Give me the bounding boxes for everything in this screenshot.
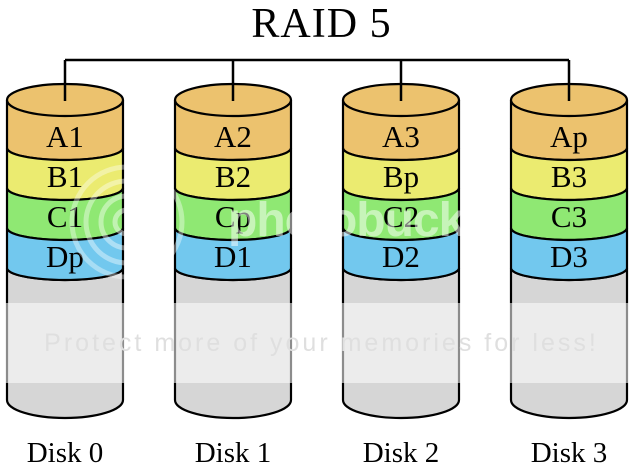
block-label: Dp <box>46 239 84 274</box>
block-label: Cp <box>215 199 251 234</box>
stripe-band-D <box>5 227 125 282</box>
disk-label-0: Disk 0 <box>26 437 104 469</box>
block-label: C2 <box>383 199 419 234</box>
block-label: Ap <box>550 119 588 154</box>
block-label: C3 <box>551 199 587 234</box>
block-label: A3 <box>382 119 420 154</box>
block-label: C1 <box>47 199 83 234</box>
watermark-tagline: Protect more of your memories for less! <box>44 328 599 357</box>
stripe-band-D <box>509 227 629 282</box>
block-label: B1 <box>47 159 83 194</box>
block-label: A2 <box>214 119 252 154</box>
block-label: A1 <box>46 119 84 154</box>
disk-label-3: Disk 3 <box>530 437 608 469</box>
stripe-band-D <box>173 227 293 282</box>
watermark-band: Protect more of your memories for less! <box>0 303 643 383</box>
block-label: D2 <box>382 239 420 274</box>
block-label: D1 <box>214 239 252 274</box>
block-label: Bp <box>383 159 419 194</box>
disk-label-2: Disk 2 <box>362 437 440 469</box>
block-label: B2 <box>215 159 251 194</box>
diagram-title: RAID 5 <box>251 1 392 47</box>
disk-label-1: Disk 1 <box>194 437 272 469</box>
stripe-band-D <box>341 227 461 282</box>
block-label: D3 <box>550 239 588 274</box>
block-label: B3 <box>551 159 587 194</box>
